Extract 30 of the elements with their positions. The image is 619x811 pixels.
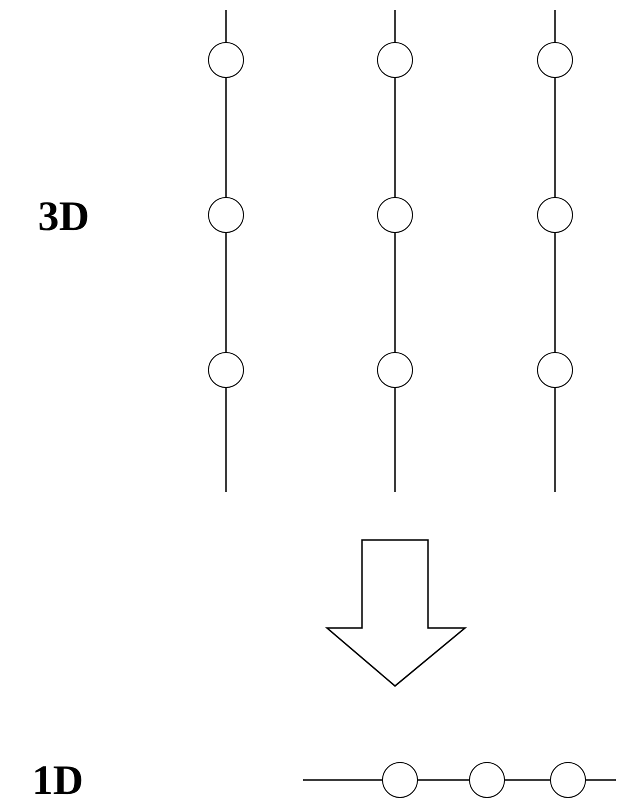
connector-line <box>554 78 556 197</box>
circle-node <box>208 42 244 78</box>
circle-node <box>208 352 244 388</box>
circle-node <box>550 762 586 798</box>
connector-line <box>225 233 227 352</box>
circle-node <box>469 762 505 798</box>
connector-line <box>394 10 396 42</box>
circle-node <box>377 197 413 233</box>
connector-line <box>418 779 469 781</box>
connector-line <box>586 779 616 781</box>
circle-node <box>537 352 573 388</box>
connector-line <box>394 233 396 352</box>
connector-line <box>225 78 227 197</box>
dimension-label: 3D <box>38 196 90 238</box>
circle-node <box>377 352 413 388</box>
circle-node <box>537 197 573 233</box>
circle-node <box>382 762 418 798</box>
connector-line <box>554 388 556 492</box>
connector-line <box>225 388 227 492</box>
circle-node <box>208 197 244 233</box>
connector-line <box>225 10 227 42</box>
connector-line <box>554 233 556 352</box>
connector-line <box>394 78 396 197</box>
connector-line <box>394 388 396 492</box>
circle-node <box>537 42 573 78</box>
dimension-label: 1D <box>32 760 84 802</box>
connector-line <box>554 10 556 42</box>
circle-node <box>377 42 413 78</box>
connector-line <box>505 779 550 781</box>
connector-line <box>303 779 382 781</box>
